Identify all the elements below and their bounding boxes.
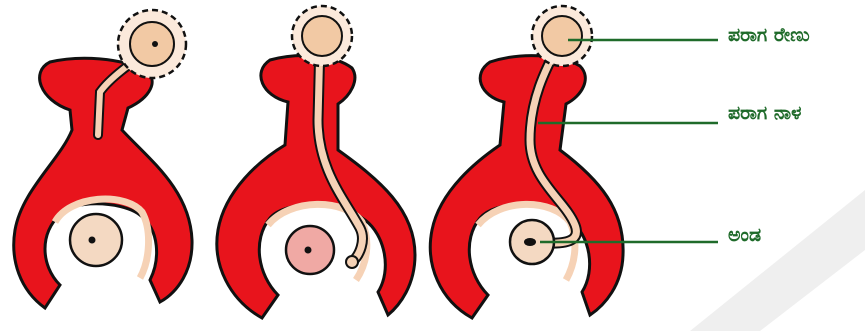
stage-2-pistil: [217, 6, 415, 318]
watermark-stripe: [690, 190, 865, 331]
stage-1-pollen-grain: [118, 10, 186, 78]
stage-1-pistil: [14, 10, 192, 308]
stage-3-pistil-body: [430, 56, 623, 318]
stage-2-ovule: [286, 226, 334, 274]
stage-1-ovule: [70, 214, 122, 266]
stage-2-pollen-grain: [292, 6, 352, 66]
label-pollen-grain: ಪರಾಗ ರೇಣು: [728, 24, 810, 46]
stage-2-tube-tip: [346, 256, 358, 268]
stage-3-pollen-grain: [532, 6, 592, 66]
stage-3-pistil: [430, 6, 623, 318]
label-pollen-tube: ಪರಾಗ ನಾಳ: [728, 102, 801, 124]
label-ovule: ಅಂಡ: [728, 224, 761, 246]
